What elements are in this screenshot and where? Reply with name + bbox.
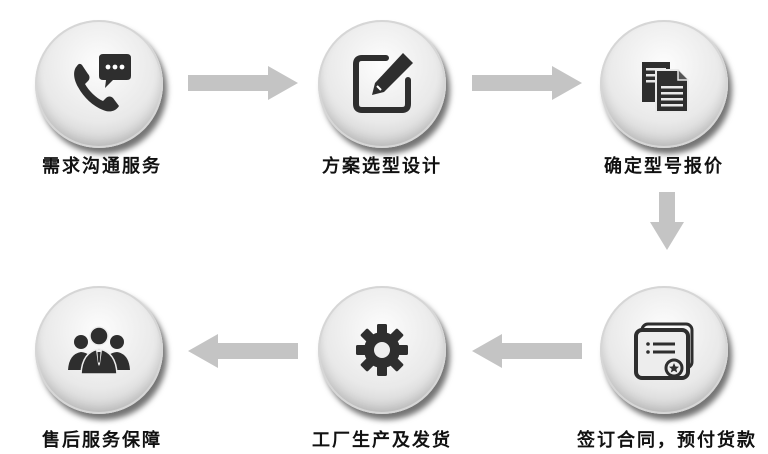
arrow-down xyxy=(650,192,684,250)
arrow-right-2 xyxy=(472,66,582,100)
step-5-label: 工厂生产及发货 xyxy=(312,430,452,451)
edit-pencil-icon xyxy=(353,53,413,113)
step-1-label: 需求沟通服务 xyxy=(42,156,162,177)
step-3-circle xyxy=(600,20,728,148)
step-1-circle xyxy=(35,20,163,148)
step-4-circle xyxy=(600,286,728,414)
arrow-left-1 xyxy=(472,334,582,368)
documents-icon xyxy=(642,62,689,113)
step-5-circle xyxy=(318,286,446,414)
step-6-circle xyxy=(35,286,163,414)
arrow-right-1 xyxy=(188,66,298,100)
contract-badge-icon xyxy=(634,322,694,380)
step-3-label: 确定型号报价 xyxy=(604,156,724,177)
team-icon xyxy=(68,326,130,375)
step-2-label: 方案选型设计 xyxy=(322,156,442,177)
step-2-circle xyxy=(318,20,446,148)
gear-icon xyxy=(356,324,408,376)
step-6-label: 售后服务保障 xyxy=(42,430,162,451)
arrow-left-2 xyxy=(188,334,298,368)
phone-chat-icon xyxy=(74,54,131,112)
step-4-label: 签订合同，预付货款 xyxy=(577,430,757,451)
